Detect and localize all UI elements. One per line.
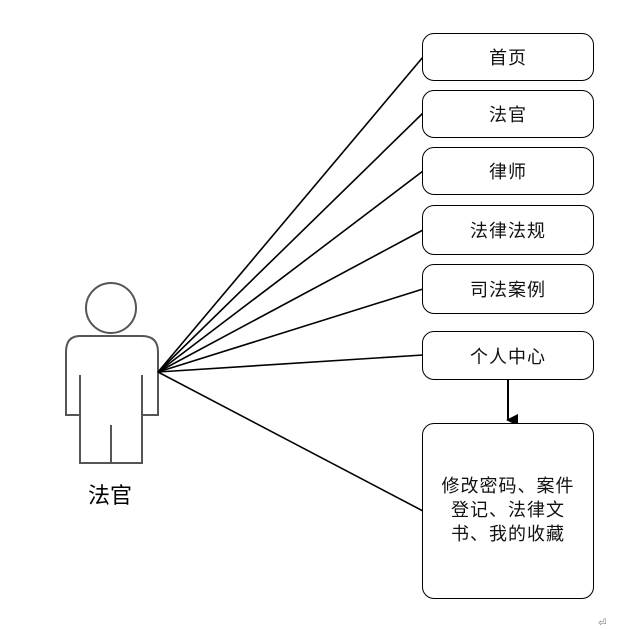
association-line-judge	[157, 112, 424, 373]
association-line-laws	[157, 229, 424, 373]
usecase-home-label: 首页	[489, 48, 527, 69]
actor-body	[65, 335, 159, 464]
usecase-judge[interactable]: 法官	[422, 90, 594, 138]
actor-label: 法官	[87, 484, 132, 509]
usecase-lawyer-label: 律师	[489, 162, 527, 183]
subfeatures-label: 修改密码、案件登记、法律文书、我的收藏	[441, 476, 575, 545]
usecase-personal-label: 个人中心	[470, 346, 546, 368]
association-line-cases	[157, 288, 424, 373]
association-line-lawyer	[157, 170, 424, 373]
usecase-personal[interactable]: 个人中心	[422, 331, 594, 380]
association-line-home	[157, 56, 424, 373]
association-line-subfeatures	[157, 371, 424, 512]
usecase-laws[interactable]: 法律法规	[422, 205, 594, 255]
usecase-lawyer[interactable]: 律师	[422, 147, 594, 195]
actor-head	[85, 282, 137, 334]
usecase-laws-label: 法律法规	[470, 221, 546, 242]
usecase-home[interactable]: 首页	[422, 33, 594, 81]
association-lines	[157, 56, 424, 512]
usecase-cases-label: 司法案例	[470, 280, 546, 301]
usecase-cases[interactable]: 司法案例	[422, 264, 594, 314]
corner-mark: ⏎	[598, 618, 607, 629]
subfeatures-box[interactable]: 修改密码、案件登记、法律文书、我的收藏	[422, 423, 594, 599]
association-line-personal	[157, 354, 424, 373]
usecase-judge-label: 法官	[489, 105, 527, 126]
actor-figure	[65, 282, 159, 464]
